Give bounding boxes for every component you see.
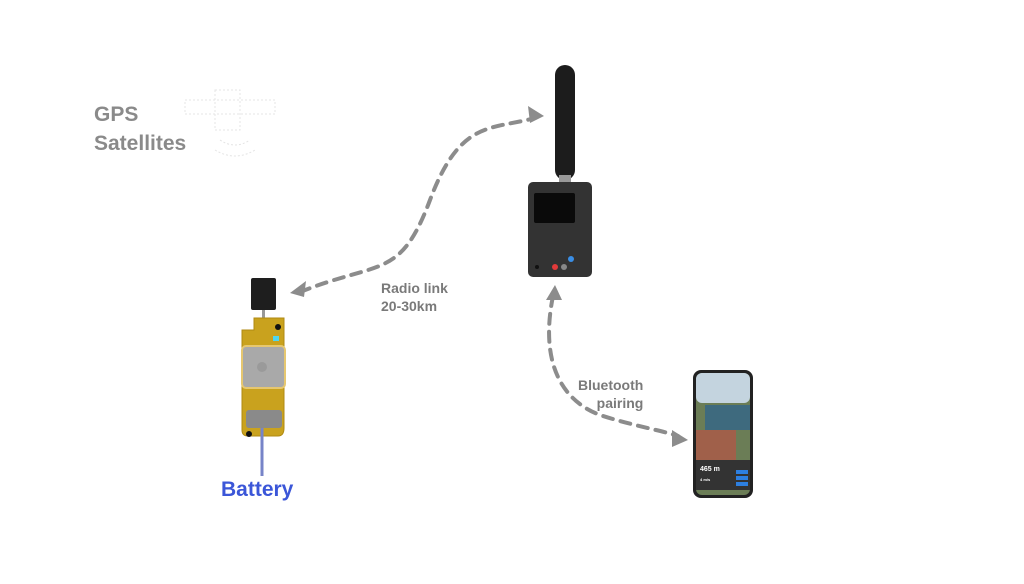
bt-label-line1: Bluetooth	[578, 377, 644, 393]
arrowhead-phone	[672, 430, 688, 447]
arrowhead-tracker	[290, 281, 306, 297]
gps-satellites-label: GPS Satellites	[94, 100, 186, 158]
gps-label-line1: GPS	[94, 103, 139, 126]
radio-receiver-device	[528, 65, 592, 277]
arrowhead-radio	[528, 106, 544, 123]
bluetooth-label: Bluetooth pairing	[578, 376, 643, 412]
gps-tracker-device	[241, 278, 286, 476]
phone-speed: 4 m/s	[700, 477, 711, 482]
battery-label: Battery	[221, 478, 294, 501]
radio-label-line1: Radio link	[381, 280, 448, 296]
radio-link-arrow	[298, 116, 537, 294]
radio-link-label: Radio link 20-30km	[381, 279, 448, 315]
bluetooth-arrow	[547, 294, 680, 438]
arrowhead-receiver	[546, 285, 562, 300]
phone-altitude: 465 m	[700, 466, 720, 473]
satellite-icon	[184, 89, 276, 157]
gps-label-line2: Satellites	[94, 132, 187, 155]
radio-label-line2: 20-30km	[381, 298, 438, 314]
bt-label-line2: pairing	[596, 395, 644, 411]
smartphone-app	[693, 370, 753, 498]
